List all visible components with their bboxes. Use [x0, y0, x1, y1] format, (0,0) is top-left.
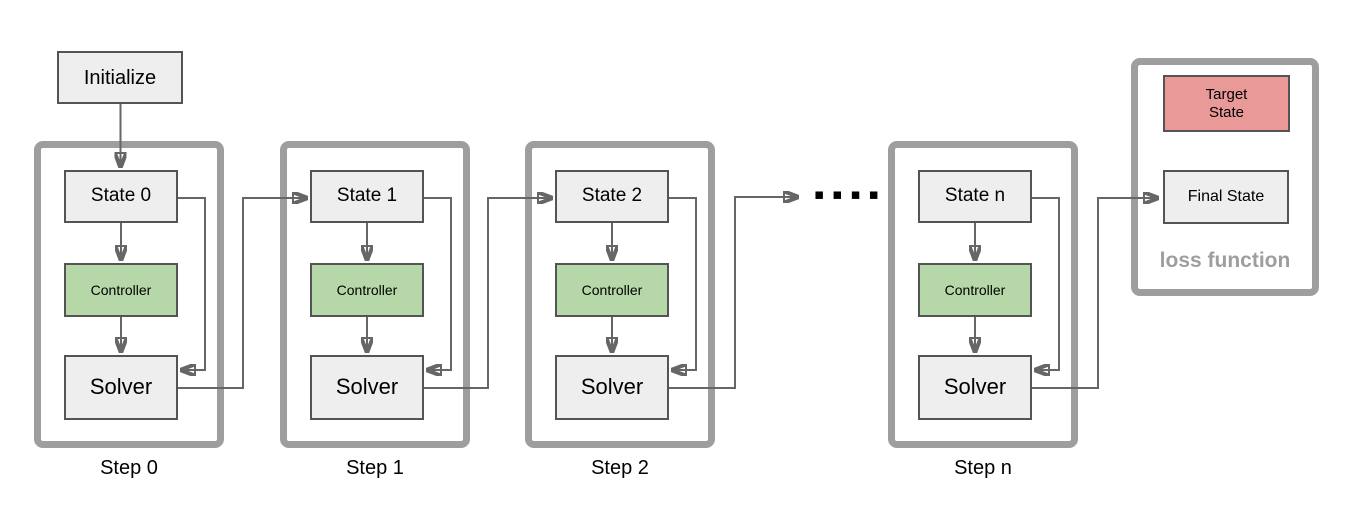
initialize-box: Initialize [57, 51, 183, 104]
initialize-label: Initialize [83, 66, 157, 89]
solver-label: Solver [580, 374, 644, 400]
ellipsis-dots: ▪▪▪▪ [814, 185, 887, 203]
loss-function-container: Target State Final State loss function [1131, 58, 1319, 296]
controller-label: Controller [90, 281, 152, 298]
state-box: State n [918, 170, 1032, 223]
state-box: State 1 [310, 170, 424, 223]
target-state-box: Target State [1163, 75, 1290, 132]
solver-label: Solver [335, 374, 399, 400]
solver-box: Solver [64, 355, 178, 420]
solver-label: Solver [943, 374, 1007, 400]
solver-box: Solver [310, 355, 424, 420]
state-label: State n [944, 185, 1006, 207]
state-label: State 2 [581, 185, 643, 207]
state-box: State 0 [64, 170, 178, 223]
solver-box: Solver [918, 355, 1032, 420]
target-state-label: Target State [1205, 85, 1248, 121]
controller-box: Controller [64, 263, 178, 317]
step-2-container: State 2 Controller Solver [525, 141, 715, 448]
controller-box: Controller [918, 263, 1032, 317]
state-box: State 2 [555, 170, 669, 223]
state-label: State 1 [336, 185, 398, 207]
step-1-label: Step 1 [346, 457, 404, 479]
controller-box: Controller [555, 263, 669, 317]
final-state-box: Final State [1163, 170, 1289, 224]
final-state-label: Final State [1187, 188, 1265, 206]
controller-label: Controller [944, 281, 1006, 298]
loss-function-caption: loss function [1159, 249, 1291, 272]
step-1-container: State 1 Controller Solver [280, 141, 470, 448]
step-2-label: Step 2 [591, 457, 649, 479]
solver-box: Solver [555, 355, 669, 420]
controller-box: Controller [310, 263, 424, 317]
solver-label: Solver [89, 374, 153, 400]
step-n-label: Step n [954, 457, 1012, 479]
controller-label: Controller [336, 281, 398, 298]
step-0-container: State 0 Controller Solver [34, 141, 224, 448]
controller-label: Controller [581, 281, 643, 298]
state-label: State 0 [90, 185, 152, 207]
step-n-container: State n Controller Solver [888, 141, 1078, 448]
step-0-label: Step 0 [100, 457, 158, 479]
